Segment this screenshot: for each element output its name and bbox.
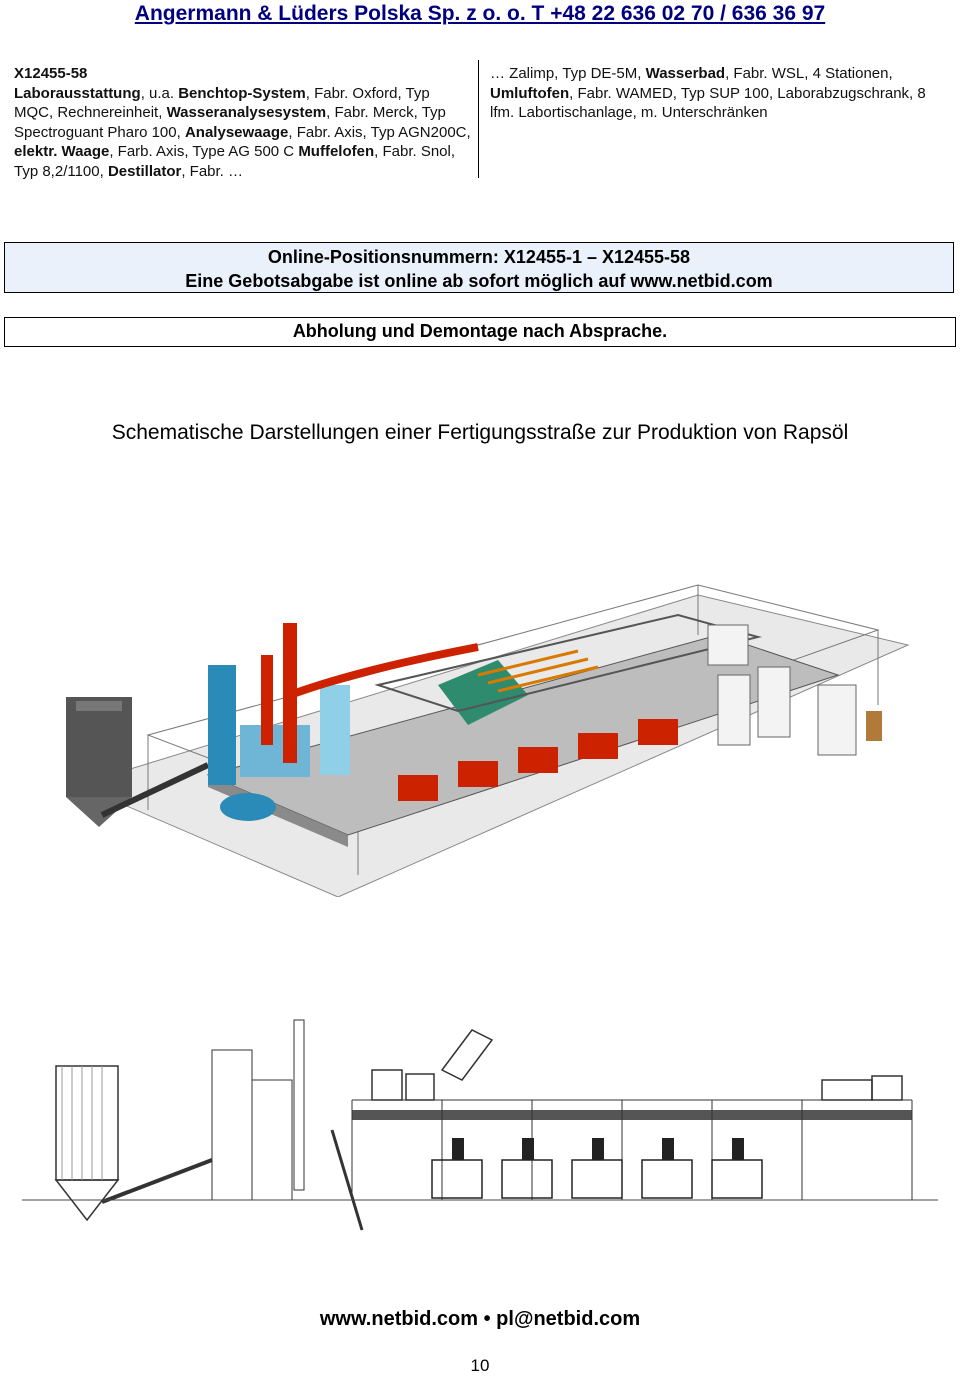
email-link[interactable]: pl@netbid.com — [496, 1308, 641, 1330]
page-number: 10 — [470, 1356, 490, 1375]
lot-description-left: X12455-58 Laborausstattung, u.a. Benchto… — [14, 64, 472, 181]
online-info-box: Online-Positionsnummern: X12455-1 – X124… — [4, 242, 954, 293]
lot-text: , Fabr. Merck, Typ Spectroguant Pharo 10… — [14, 104, 446, 141]
side-view-plant-drawing — [22, 1019, 938, 1231]
lot-text: , Fabr. Oxford, Typ MQC, Rechnereinheit, — [14, 84, 430, 122]
lot-description-right: … Zalimp, Typ DE-5M, Wasserbad, Fabr. WS… — [490, 64, 950, 123]
lot-text: Laborausstattung — [14, 84, 141, 102]
lot-text: … Zalimp, Typ DE-5M, — [490, 65, 646, 82]
online-bid-notice[interactable]: Eine Gebotsabgabe ist online ab sofort m… — [185, 271, 773, 291]
lot-text: , Fabr. Axis, Typ AGN200C, — [288, 123, 471, 141]
lot-text: elektr. Waage — [14, 143, 110, 160]
pickup-notice-box: Abholung und Demontage nach Absprache. — [4, 317, 956, 347]
lot-text: , Fabr. Snol, Typ 8,2/1100, — [14, 143, 456, 180]
lot-text: , Fabr. WAMED, Typ SUP 100, Laborabzugsc… — [490, 84, 926, 122]
lot-text: Muffelofen — [298, 143, 375, 160]
lot-text: Analysewaage — [184, 123, 289, 141]
bullet-separator: • — [483, 1308, 491, 1330]
lot-text-left: Laborausstattung, u.a. Benchtop-System, … — [14, 84, 472, 182]
lot-text: Wasserbad — [645, 65, 726, 82]
lot-text: , Fabr. WSL, 4 Stationen, — [725, 65, 893, 82]
website-link[interactable]: www.netbid.com — [319, 1308, 479, 1330]
column-divider — [478, 60, 479, 178]
lot-text: , u.a. — [140, 84, 179, 102]
lot-text: , Fabr. … — [181, 162, 244, 180]
lot-text: , Farb. Axis, Type AG 500 C — [109, 143, 299, 160]
footer-contact: www.netbid.com • pl@netbid.com — [0, 1308, 960, 1331]
lot-id: X12455-58 — [14, 65, 88, 82]
section-title: Schematische Darstellungen einer Fertigu… — [111, 421, 849, 444]
isometric-plant-drawing — [66, 584, 910, 897]
lot-text: Umluftofen — [490, 84, 570, 102]
page-header: Angermann & Lüders Polska Sp. z o. o. T … — [134, 2, 826, 25]
lot-text: Benchtop-System — [178, 84, 306, 102]
online-position-numbers: Online-Positionsnummern: X12455-1 – X124… — [267, 247, 691, 267]
lot-text: Destillator — [107, 162, 182, 180]
lot-text: Wasseranalysesystem — [166, 104, 327, 121]
